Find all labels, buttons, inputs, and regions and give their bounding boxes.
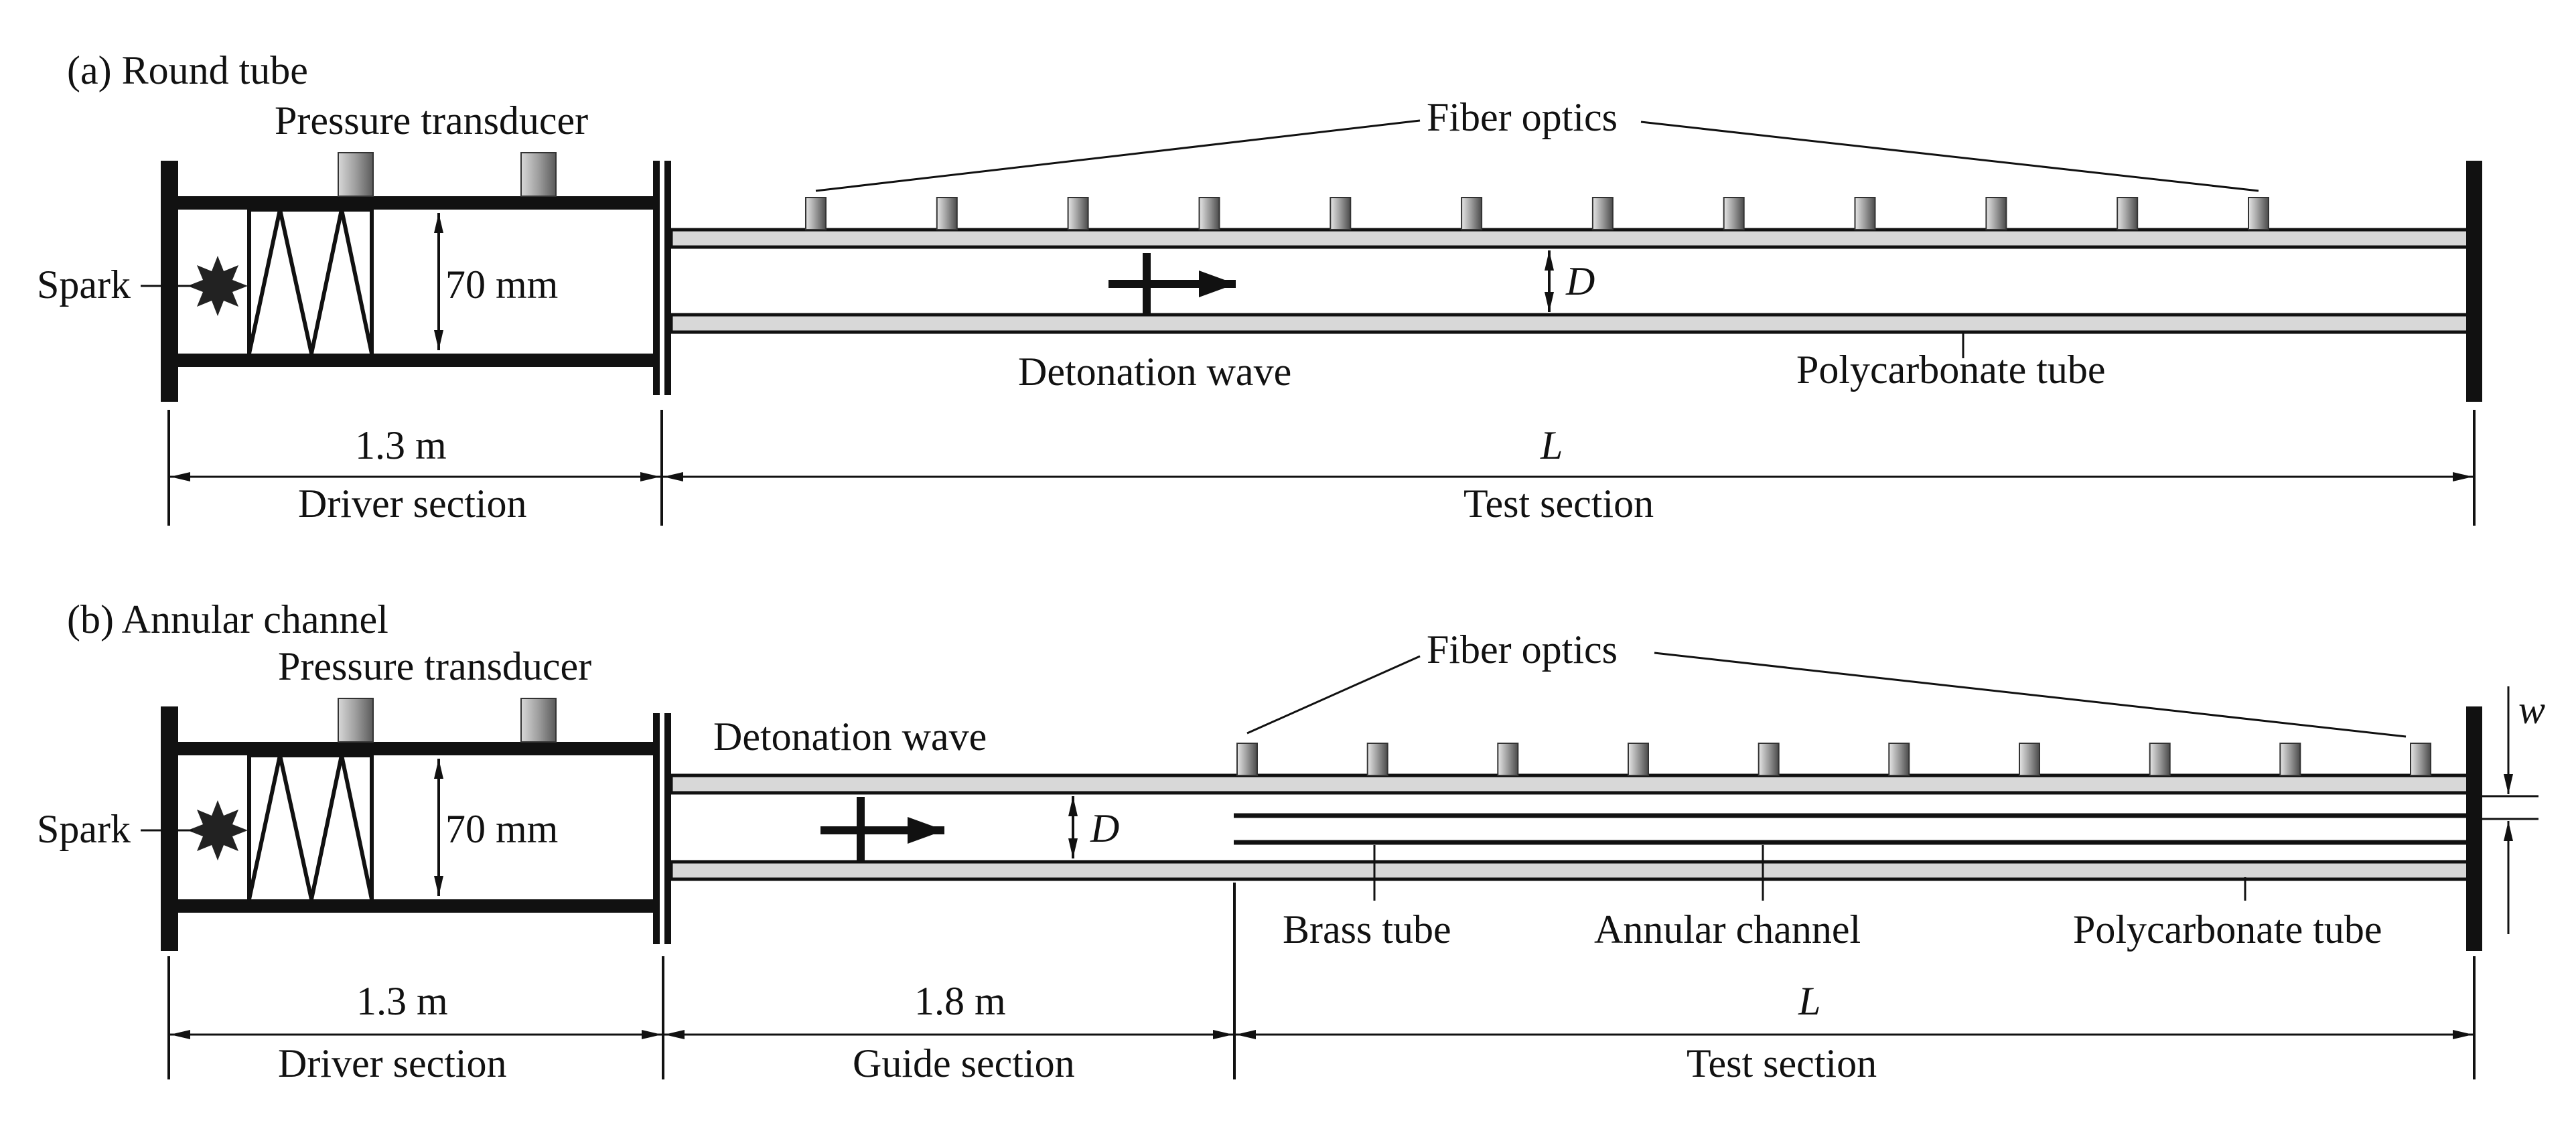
fiber-optics-leader-right [1654,652,2407,738]
fiber-optics-leader-right [1640,121,2259,192]
driver-bottom-wall [176,354,653,367]
panel-b-title: (b) Annular channel [67,597,388,642]
guide-length-label: 1.8 m [914,979,1006,1023]
shchelkin-spiral [247,209,374,354]
tube-top-wall [669,228,2482,249]
tube-end-flange [2466,161,2482,402]
driver-diameter-label: 70 mm [445,807,558,851]
fiber-optic-sensors [1236,743,2431,776]
tube-top-wall [669,773,2482,795]
panel-b-dimensions: 1.3 m 1.8 m L Driver section Guide secti… [167,883,2476,1085]
pressure-transducer [338,152,374,197]
panel-a-round-tube: (a) Round tube Spark 70 mm Pressure tran… [37,48,2482,526]
pressure-transducer-label: Pressure transducer [278,644,591,688]
detonation-wave-label: Detonation wave [713,714,987,759]
fiber-optics-label: Fiber optics [1427,627,1618,672]
driver-bottom-wall [176,899,653,913]
fiber-optic-sensor [1236,743,1258,776]
driver-left-flange [161,161,178,402]
fiber-optic-sensor [1758,743,1780,776]
fiber-optic-sensor [2410,743,2431,776]
fiber-optic-sensor [1461,197,1483,230]
fiber-optic-sensor [1854,197,1876,230]
detonation-wave-label: Detonation wave [1018,350,1291,394]
fiber-optics-label: Fiber optics [1427,95,1618,139]
driver-right-flange [653,713,660,944]
fiber-optic-sensor [805,197,827,230]
fiber-optic-sensor [1888,743,1910,776]
tube-end-flange [2466,706,2482,951]
pressure-transducer [338,698,374,743]
fiber-optic-sensor [2279,743,2301,776]
tube-bottom-wall [669,313,2482,334]
test-section-label: Test section [1463,481,1654,526]
fiber-optic-sensor [1591,197,1614,230]
test-length-symbol: L [1798,979,1820,1023]
driver-length-label: 1.3 m [355,423,447,467]
driver-diameter-label: 70 mm [445,262,558,307]
tube-diameter-symbol: D [1090,806,1119,850]
panel-b-annular-channel: (b) Annular channel Spark 70 mm Pressure… [37,597,2545,1085]
fiber-optic-sensor [1198,197,1220,230]
fiber-optic-sensor [1628,743,1649,776]
panel-a-test-tube: Fiber optics Detonation wave D Polycarbo… [669,95,2482,402]
spark-icon [188,800,248,860]
spark-label: Spark [37,807,131,851]
driver-length-label: 1.3 m [356,979,448,1023]
panel-a-driver-section: Spark 70 mm Pressure transducer [37,98,671,402]
diaphragm-flange [664,713,671,944]
fiber-optics-leader-left [815,119,1421,192]
fiber-optics-leader-left [1246,655,1421,735]
driver-top-wall [176,196,653,210]
driver-top-wall [176,742,653,755]
annular-channel-label: Annular channel [1594,907,1861,952]
fiber-optic-sensor [1497,743,1519,776]
fiber-optic-sensor [1985,197,2007,230]
fiber-optic-sensor [1067,197,1089,230]
panel-b-tube: Fiber optics Detonation wave D w Brass t… [669,627,2545,952]
tube-bottom-wall [669,860,2482,881]
fiber-optic-sensor [2248,197,2269,230]
driver-section-label: Driver section [278,1041,507,1085]
fiber-optic-sensor [2019,743,2040,776]
width-symbol: w [2518,688,2545,732]
fiber-optic-sensors [805,197,2269,230]
fiber-optic-sensor [2117,197,2139,230]
tube-diameter-symbol: D [1565,259,1595,303]
shchelkin-spiral [247,755,374,900]
fiber-optic-sensor [1366,743,1388,776]
diaphragm-flange [664,161,671,395]
driver-left-flange [161,706,178,951]
fiber-optic-sensor [2149,743,2171,776]
driver-section-label: Driver section [298,481,527,526]
pressure-transducer-label: Pressure transducer [275,98,588,143]
test-section-label: Test section [1687,1041,1877,1085]
fiber-optic-sensor [1330,197,1352,230]
fiber-optic-sensor [1723,197,1745,230]
polycarbonate-tube-label: Polycarbonate tube [2073,907,2382,952]
panel-a-dimensions: 1.3 m L Driver section Test section [167,410,2476,526]
pressure-transducer [520,698,557,743]
pressure-transducer [520,152,557,197]
spark-icon [188,256,248,316]
spark-label: Spark [37,262,131,307]
test-length-symbol: L [1540,423,1563,467]
driver-right-flange [653,161,660,395]
panel-a-title: (a) Round tube [67,48,308,92]
brass-tube-label: Brass tube [1283,907,1451,952]
polycarbonate-tube-label: Polycarbonate tube [1796,348,2106,392]
panel-b-driver-section: Spark 70 mm Pressure transducer [37,644,671,951]
fiber-optic-sensor [936,197,958,230]
guide-section-label: Guide section [853,1041,1075,1085]
